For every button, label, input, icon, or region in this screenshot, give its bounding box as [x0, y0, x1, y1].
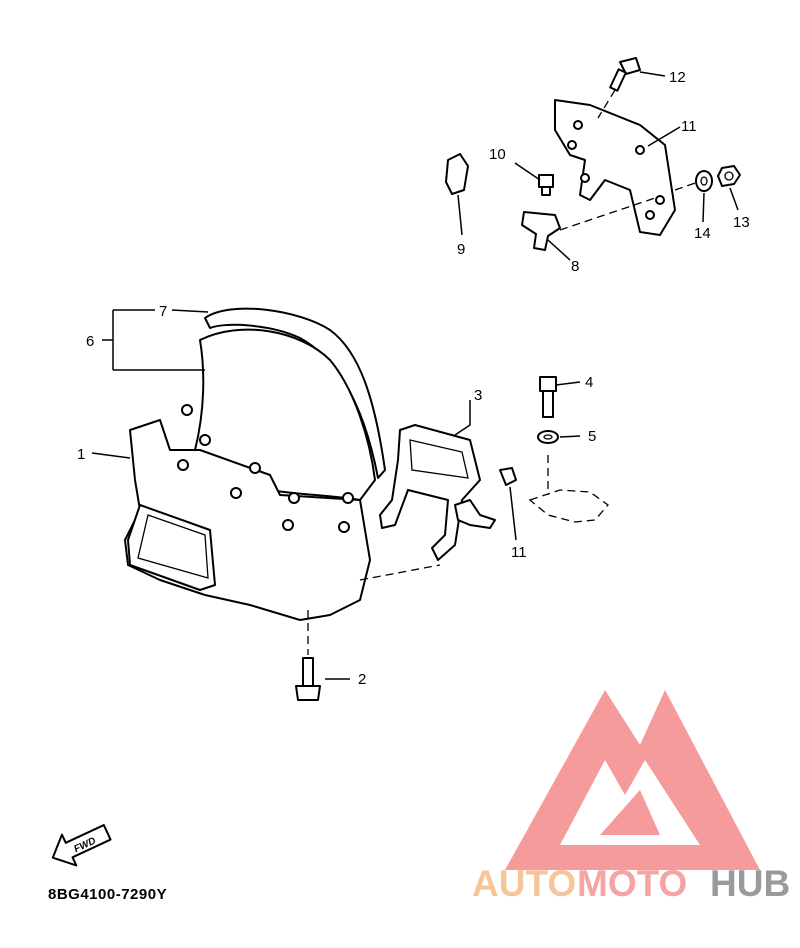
frame-tab: [528, 455, 609, 523]
callout-8: 8: [571, 258, 579, 275]
cowling-holes: [177, 404, 354, 533]
bolt-12: [597, 57, 641, 119]
callout-12: 12: [669, 69, 686, 86]
watermark-text: AUTO MOTO HUB: [472, 863, 790, 904]
callout-14: 14: [694, 225, 711, 242]
nut-13: [717, 165, 741, 187]
leader-lines: [91, 71, 739, 680]
washer-14: [695, 170, 713, 192]
screw-part: [499, 467, 517, 486]
bolt-part: [539, 376, 557, 418]
callout-11-lower: 11: [511, 544, 527, 561]
callout-1: 1: [77, 446, 85, 463]
windshield: [194, 307, 386, 501]
catalog-code: 8BG4100-7290Y: [48, 886, 168, 903]
meter-bracket: [554, 99, 676, 236]
cowling: [124, 404, 371, 621]
callout-5: 5: [588, 428, 596, 445]
washer-part: [537, 430, 559, 444]
callout-11-upper: 11: [681, 118, 697, 135]
callout-7: 7: [159, 303, 167, 320]
callout-10: 10: [489, 146, 506, 163]
watermark-moto: MOTO: [577, 863, 687, 904]
callout-3: 3: [474, 387, 482, 404]
bolt-bottom: [295, 610, 321, 701]
fwd-arrow-icon: FWD: [51, 824, 112, 867]
callout-4: 4: [585, 374, 593, 391]
callout-13: 13: [733, 214, 750, 231]
callout-9: 9: [457, 241, 465, 258]
callout-2: 2: [358, 671, 366, 688]
watermark-auto: AUTO: [472, 863, 576, 904]
screw-10: [538, 174, 554, 196]
callout-6: 6: [86, 333, 94, 350]
bracket-8: [521, 211, 561, 251]
watermark-logo: [505, 690, 760, 870]
watermark-hub: HUB: [710, 863, 790, 904]
stay-bracket: [379, 424, 496, 561]
clip-9: [445, 153, 469, 195]
